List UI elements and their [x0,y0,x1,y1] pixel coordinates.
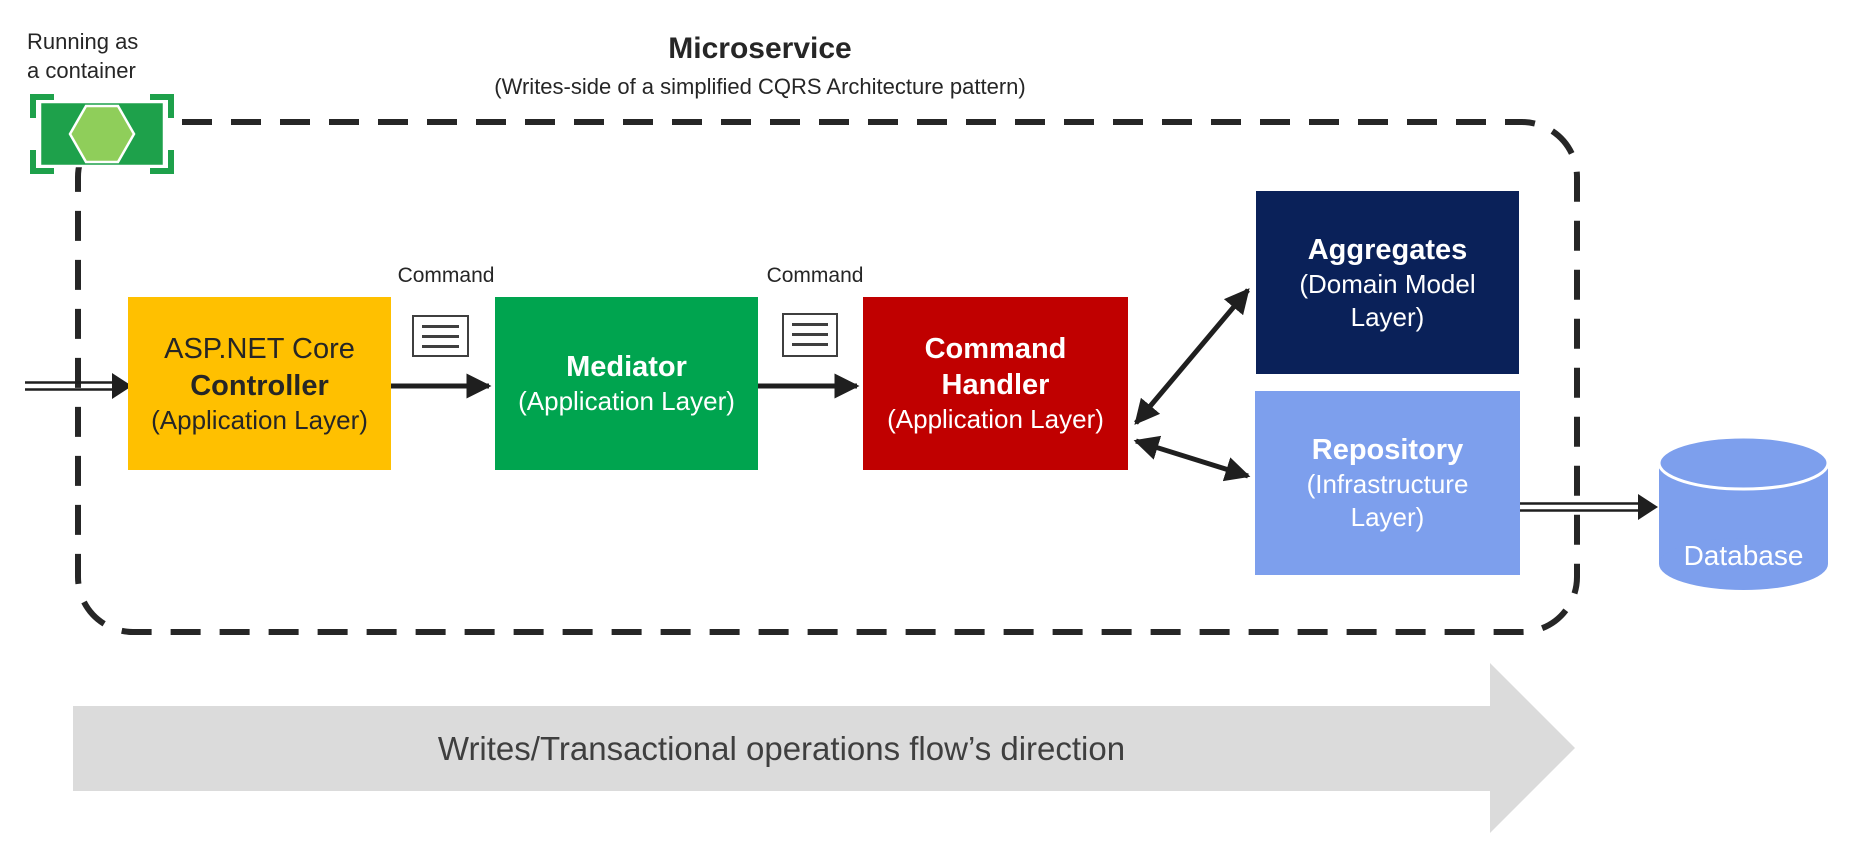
container-bracket-icon [30,150,54,174]
node-layer-label: (Infrastructure Layer) [1306,469,1469,532]
node-label: Mediator [566,351,687,383]
container-annotation: Running as a container [27,27,138,85]
diagram-title-block: Microservice (Writes-side of a simplifie… [340,31,1180,101]
command-label-2: Command [766,264,864,287]
container-bracket-icon [30,94,54,118]
node-label: Controller [190,369,329,402]
diagram-subtitle: (Writes-side of a simplified CQRS Archit… [494,74,1026,99]
arrow-handler-repository [1133,435,1251,482]
node-aspnet-controller: ASP.NET Core Controller (Application Lay… [128,297,391,470]
node-repository: Repository (Infrastructure Layer) [1255,391,1520,575]
command-message-icon [412,315,469,357]
container-icon [30,94,174,174]
command-label-1: Command [397,264,495,287]
container-annotation-line2: a container [27,58,136,83]
container-bracket-icon [150,94,174,118]
node-label: Command Handler [924,333,1067,401]
database-cylinder [1657,435,1830,590]
node-aggregates: Aggregates (Domain Model Layer) [1256,191,1519,374]
database-label: Database [1683,540,1804,571]
node-command-handler: Command Handler (Application Layer) [863,297,1128,470]
node-label: Aggregates [1307,233,1468,266]
entry-arrow [25,373,132,399]
node-layer-label: (Application Layer) [887,404,1104,434]
node-mediator: Mediator (Application Layer) [495,297,758,470]
flow-direction-label: Writes/Transactional operations flow’s d… [437,729,1126,767]
node-layer-label: (Application Layer) [151,404,368,435]
node-label-prefix: ASP.NET Core [164,332,355,365]
microservice-boundary [75,119,1580,635]
arrow-repository-to-database [1520,494,1658,520]
diagram-title: Microservice [668,32,852,65]
container-bracket-icon [150,150,174,174]
node-layer-label: (Domain Model Layer) [1299,268,1476,332]
container-hexagon-icon [68,104,136,164]
arrow-handler-aggregates [1134,288,1250,425]
database-label-wrap: Database [1659,437,1828,590]
container-annotation-line1: Running as [27,29,139,54]
command-message-icon [782,313,838,357]
node-label: Repository [1311,434,1464,466]
node-layer-label: (Application Layer) [518,386,735,416]
